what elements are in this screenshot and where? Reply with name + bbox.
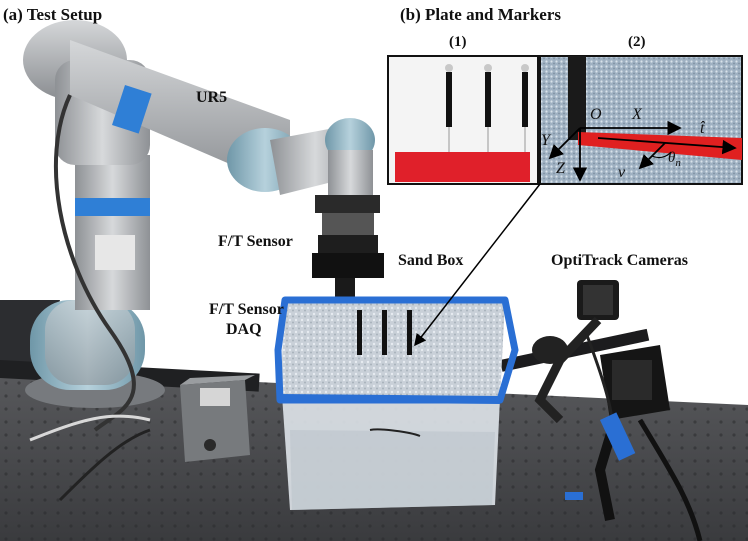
label-ft-sensor-daq-1: F/T Sensor	[209, 301, 284, 318]
caption-plate-markers: (b) Plate and Markers	[400, 5, 562, 24]
theta-symbol: θ	[668, 150, 676, 166]
axis-x-label: X	[632, 106, 642, 123]
axis-y-label: Y	[541, 132, 550, 149]
ft-sensor-daq-box	[29, 375, 255, 502]
label-sand-box: Sand Box	[398, 252, 464, 269]
inset-label-1: (1)	[449, 34, 467, 50]
ur5-robot-arm	[23, 20, 375, 432]
label-ft-sensor: F/T Sensor	[218, 233, 293, 250]
sand-box	[274, 296, 519, 510]
table-tape	[600, 412, 636, 461]
axis-theta-label: θn	[668, 150, 681, 169]
axis-t-label: t̂	[700, 120, 705, 137]
optitrack-cameras	[532, 280, 703, 541]
label-optitrack: OptiTrack Cameras	[551, 252, 689, 269]
inset-label-2: (2)	[628, 34, 646, 50]
table-tape	[565, 492, 583, 500]
theta-subscript: n	[675, 157, 681, 169]
inset-pointer-line	[414, 183, 541, 347]
caption-test-setup: (a) Test Setup	[3, 5, 103, 24]
axis-origin-label: O	[590, 106, 602, 123]
axis-v-label: v	[618, 164, 626, 181]
inset-coordinate-frame	[539, 55, 743, 185]
label-ft-sensor-daq-2: DAQ	[226, 321, 262, 338]
inset-plate-photo	[387, 55, 539, 185]
axis-z-label: Z	[556, 160, 565, 177]
label-ur5: UR5	[196, 89, 228, 106]
